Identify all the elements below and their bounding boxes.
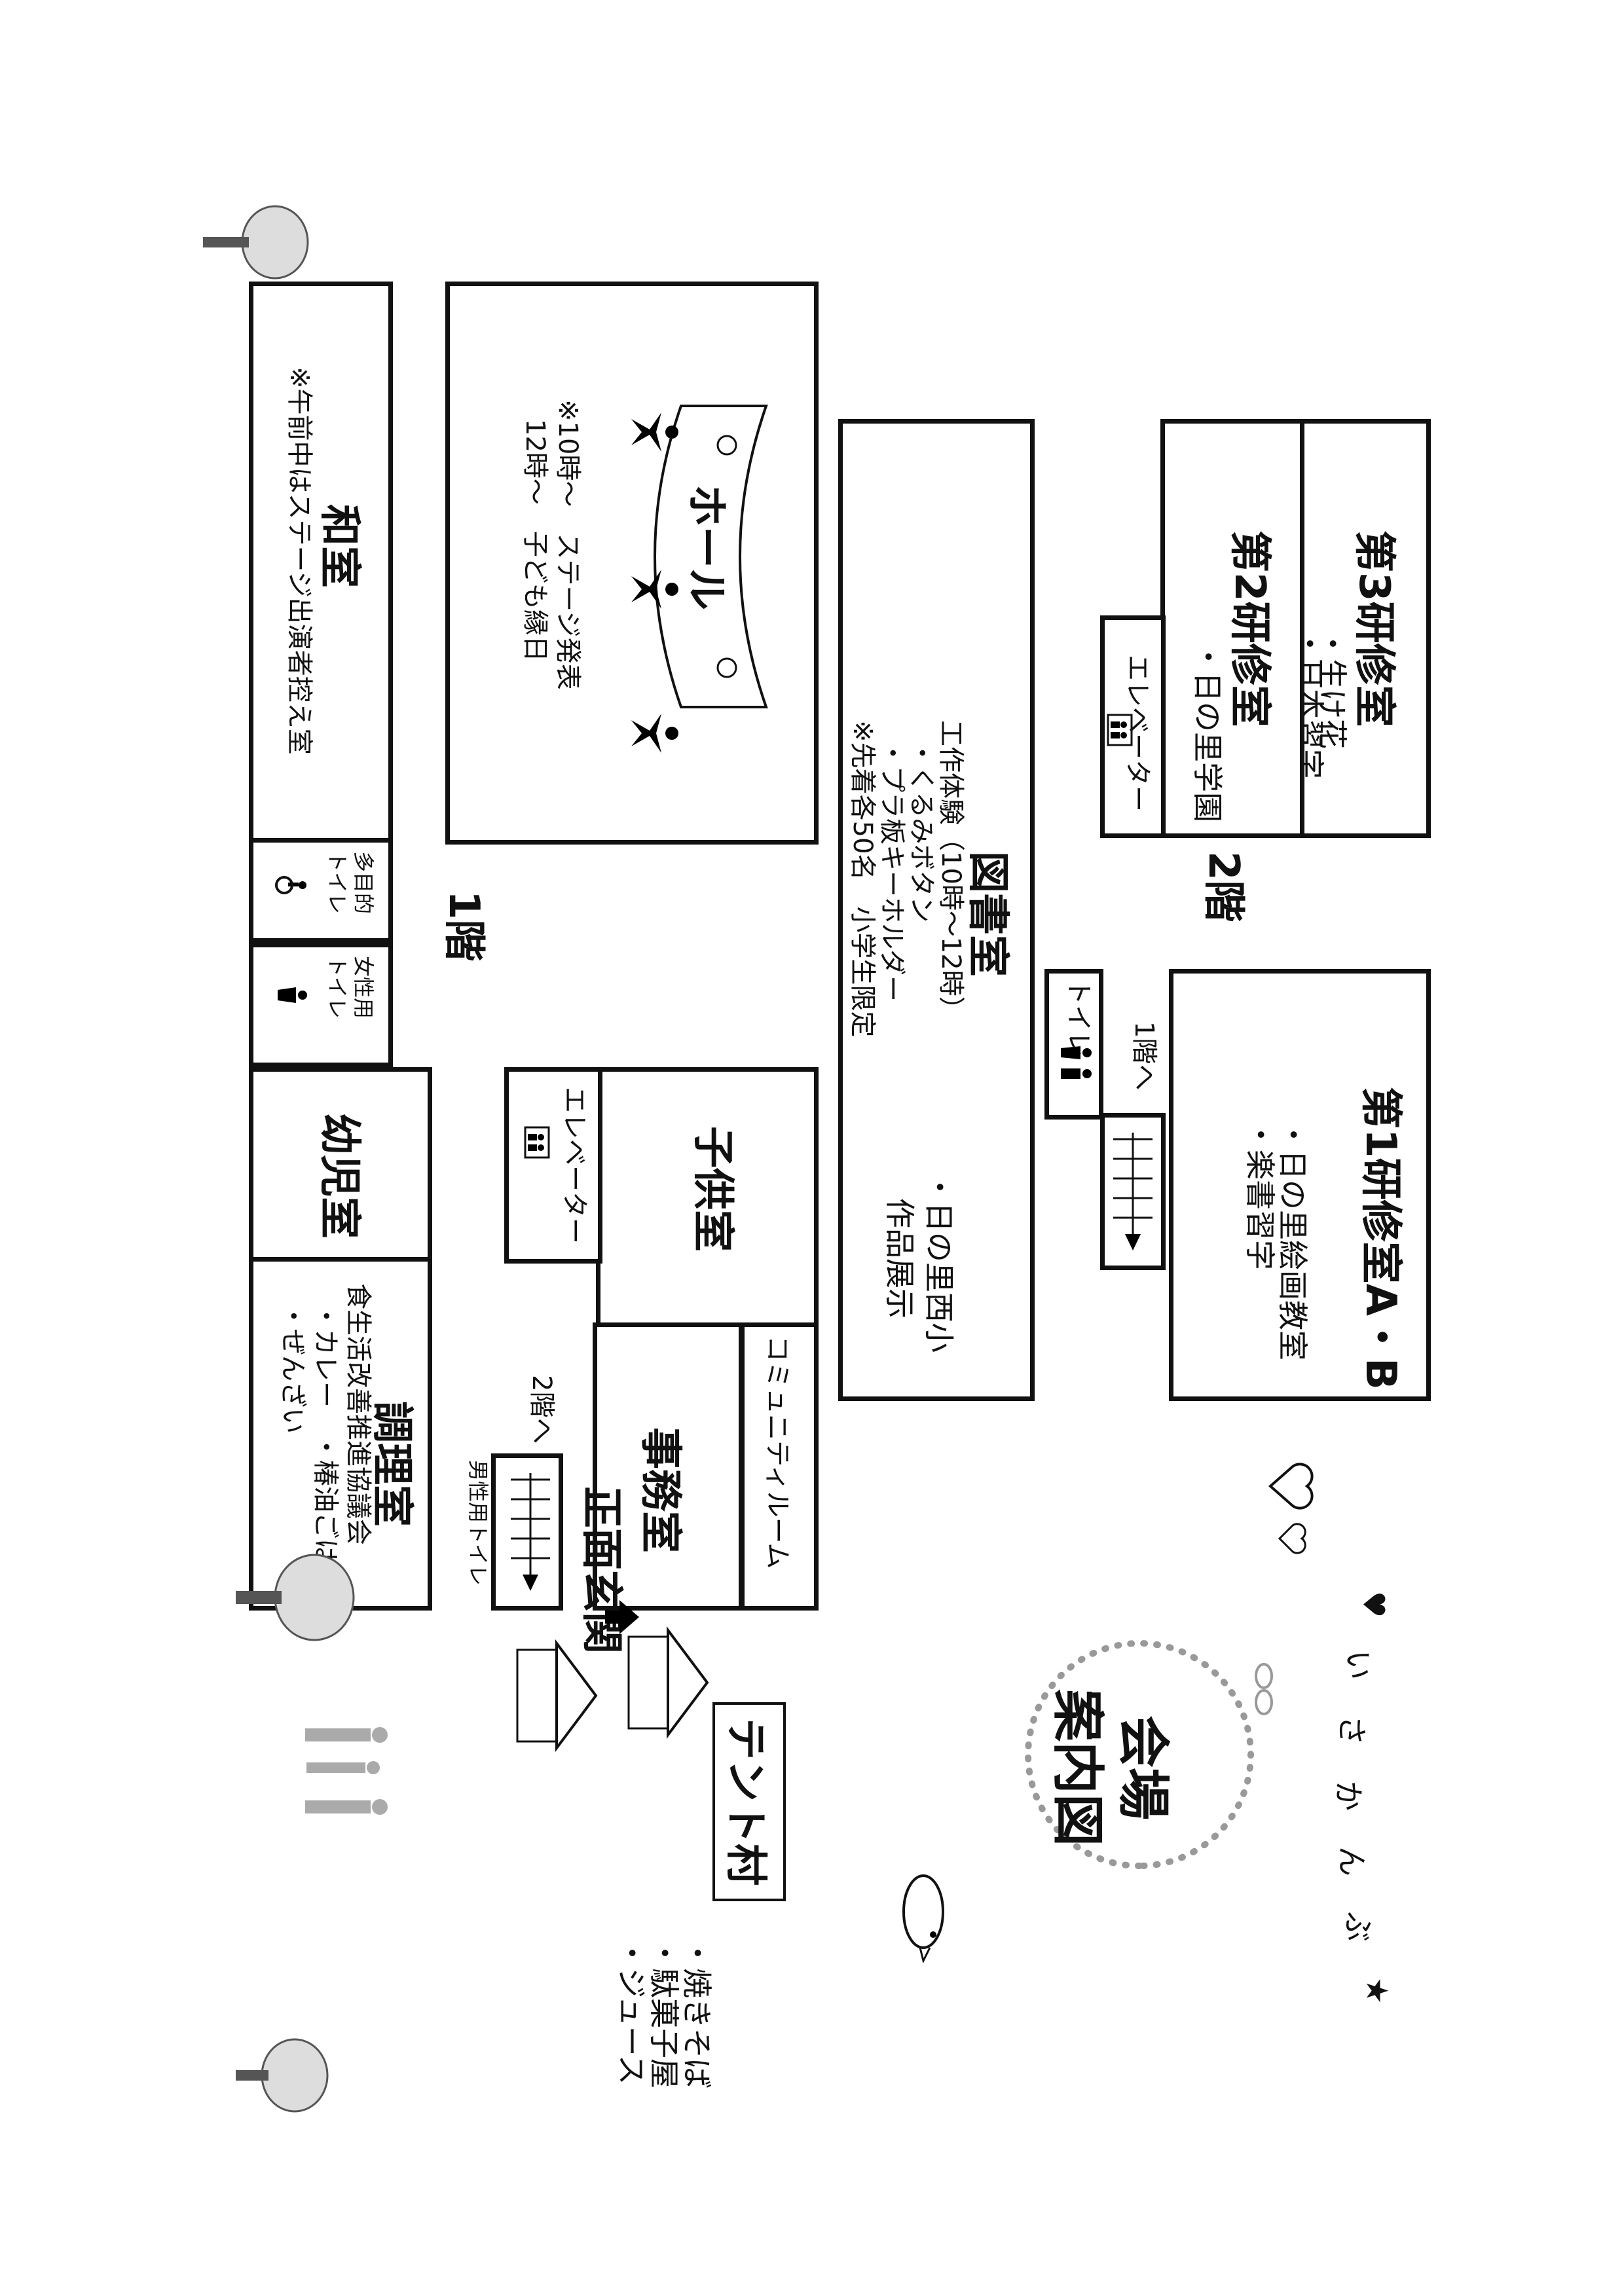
entrance-arrow-icon <box>600 1597 642 1637</box>
room3-name: 第3研修室 <box>1350 530 1398 727</box>
banner-2: ん <box>1334 1846 1369 1876</box>
banner-5: い <box>1340 1650 1376 1680</box>
library-item-4: ※先着各50名 小学生限定 <box>847 720 877 1038</box>
title-line2: 案内図 <box>1047 1689 1108 1846</box>
room1-item-2: ・楽書習字 <box>1242 1120 1278 1270</box>
elevator1-label: エレベーター <box>559 1087 589 1244</box>
cooking-item-1: 食生活改善推進協議会 <box>343 1283 373 1545</box>
scroll-banner-icon <box>646 393 792 720</box>
elevator-icon-2f <box>1104 714 1133 746</box>
tent-label: テント村 <box>712 1702 786 1901</box>
cooking-item-3: ・ぜんざい <box>278 1303 308 1434</box>
women-toilet-l1: 女性用 <box>351 956 376 1019</box>
dancer-icon-3 <box>626 707 681 759</box>
banner-3: か <box>1331 1781 1366 1811</box>
bird-icon <box>875 1866 969 1971</box>
room2-item-1: ・日の里学園 <box>1190 642 1225 822</box>
multi-toilet-l1: 多目的 <box>351 851 376 915</box>
tent-item-3: ・ジュース <box>614 1938 649 2085</box>
stairs-icon-1f <box>502 1467 557 1597</box>
women-toilet-l2: トイレ <box>325 956 350 1019</box>
office-name: 事務室 <box>636 1427 684 1553</box>
floor2-label: 2階 <box>1199 851 1247 922</box>
people-icon <box>286 1715 393 1872</box>
tree-icon-3 <box>227 2030 334 2121</box>
stairs2-label: 1階へ <box>1129 1021 1159 1091</box>
room1-name: 第1研修室A・B <box>1356 1087 1405 1390</box>
hall-note-1: ※10時～ ステージ発表 <box>553 399 583 690</box>
wheelchair-icon <box>272 871 308 903</box>
men-toilet-label: 男性用トイレ <box>466 1460 490 1586</box>
exhibit-line-1: ・日の里西小 <box>921 1172 957 1353</box>
stairs-icon-2f <box>1104 1126 1159 1257</box>
community-name: コミュニティルーム <box>762 1336 792 1569</box>
women-toilet-icon <box>272 982 308 1008</box>
tree-icon-1 <box>194 196 314 288</box>
dancer-icon-1 <box>626 406 681 458</box>
banner-4: さ <box>1334 1715 1369 1745</box>
tent-icon-2 <box>502 1637 602 1755</box>
exhibit-line-2: 作品展示 <box>882 1198 917 1319</box>
banner-1: ぶ <box>1340 1912 1376 1942</box>
banner-6: ♥ <box>1356 1591 1392 1618</box>
floor1-label: 1階 <box>439 890 488 962</box>
title-circle <box>1019 1637 1257 1872</box>
elevator-icon-1f <box>521 1126 550 1159</box>
ribbon-icon <box>1242 1663 1283 1715</box>
washitsu-name: 和室 <box>315 504 363 588</box>
hall-note-2: 12時～ 子ども縁日 <box>520 419 550 662</box>
multi-toilet-l2: トイレ <box>325 851 350 915</box>
stairs1-label: 2階へ <box>526 1375 557 1444</box>
infant-name: 幼児室 <box>315 1113 363 1239</box>
banner-0: ★ <box>1359 1977 1395 2005</box>
tent-icon-1 <box>613 1624 714 1741</box>
tree-icon-2 <box>227 1545 360 1650</box>
toilet-icon-2f <box>1052 1041 1094 1087</box>
kids-name: 子供室 <box>688 1126 737 1252</box>
washitsu-note: ※午前中はステージ出演者控え室 <box>284 367 314 755</box>
heart-icon <box>1261 1460 1316 1565</box>
dancer-icon-2 <box>626 563 681 615</box>
room2-name: 第2研修室 <box>1225 530 1274 727</box>
title-line1: 会場 <box>1113 1715 1173 1820</box>
